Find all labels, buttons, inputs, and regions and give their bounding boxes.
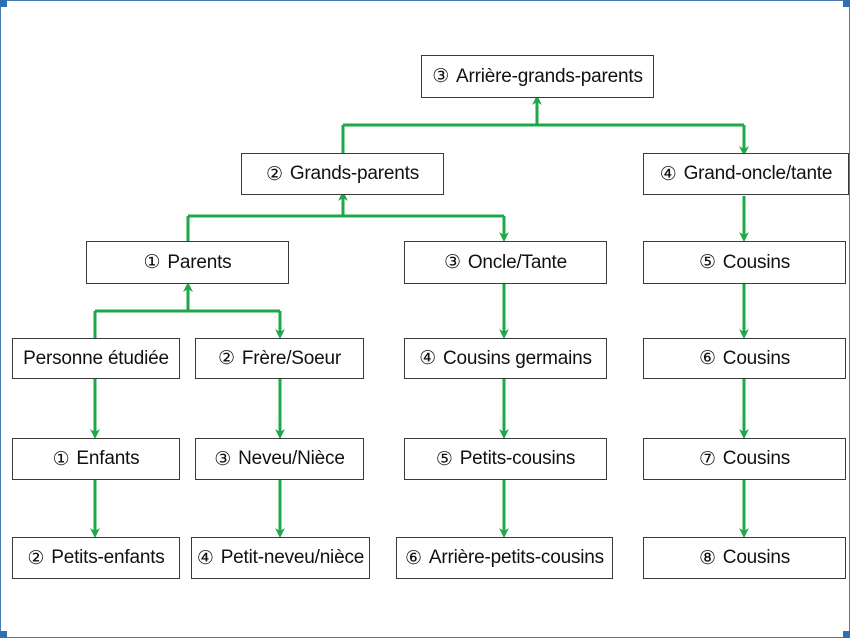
node-label: Grand-oncle/tante bbox=[683, 163, 833, 184]
node-label: Oncle/Tante bbox=[467, 251, 568, 273]
node-number: ② bbox=[27, 547, 45, 569]
node-label: Arrière-petits-cousins bbox=[428, 547, 604, 568]
node-label: Personne étudiée bbox=[23, 347, 169, 369]
node-number: ⑤ bbox=[435, 448, 453, 470]
node-number: ④ bbox=[419, 348, 436, 369]
node-cousins-7: ⑦ Cousins bbox=[643, 438, 846, 480]
node-label: Cousins bbox=[722, 251, 791, 273]
node-cousins-germains: ④ Cousins germains bbox=[404, 338, 607, 379]
frame-corner-top-left bbox=[0, 0, 7, 7]
node-number: ② bbox=[217, 348, 235, 369]
node-number: ① bbox=[52, 448, 70, 470]
node-label: Cousins germains bbox=[442, 347, 592, 369]
node-grands-parents: ② Grands-parents bbox=[241, 153, 444, 195]
node-label: Neveu/Nièce bbox=[238, 448, 345, 469]
node-frere-soeur: ② Frère/Soeur bbox=[195, 338, 364, 379]
frame-corner-bottom-left bbox=[0, 631, 7, 638]
node-number: ⑥ bbox=[698, 348, 716, 369]
node-number: ② bbox=[265, 163, 283, 185]
node-parents: ① Parents bbox=[86, 241, 289, 284]
node-number: ① bbox=[143, 252, 161, 273]
node-label: Frère/Soeur bbox=[241, 347, 342, 369]
node-number: ⑦ bbox=[698, 448, 716, 470]
node-label: Cousins bbox=[722, 547, 791, 568]
node-label: Grands-parents bbox=[289, 163, 420, 184]
node-label: Cousins bbox=[722, 347, 791, 369]
node-cousins-6: ⑥ Cousins bbox=[643, 338, 846, 379]
node-label: Petits-enfants bbox=[51, 547, 165, 568]
node-label: Petits-cousins bbox=[459, 448, 576, 469]
node-label: Cousins bbox=[722, 448, 791, 469]
frame-corner-bottom-right bbox=[843, 631, 850, 638]
node-number: ⑧ bbox=[698, 547, 716, 569]
node-arriere-petits-cousins: ⑥ Arrière-petits-cousins bbox=[396, 537, 613, 579]
node-arriere-grands-parents: ③ Arrière-grands-parents bbox=[421, 55, 654, 98]
node-label: Petit-neveu/nièce bbox=[220, 547, 365, 568]
node-number: ④ bbox=[196, 547, 214, 569]
node-label: Enfants bbox=[76, 448, 140, 469]
node-label: Arrière-grands-parents bbox=[456, 65, 643, 87]
node-enfants: ① Enfants bbox=[12, 438, 180, 480]
node-cousins-8: ⑧ Cousins bbox=[643, 537, 846, 579]
node-number: ③ bbox=[214, 448, 232, 470]
node-personne-etudiee: Personne étudiée bbox=[12, 338, 180, 379]
node-number: ⑤ bbox=[698, 252, 716, 273]
node-number: ④ bbox=[659, 163, 677, 185]
node-cousins-5: ⑤ Cousins bbox=[643, 241, 846, 284]
node-number: ③ bbox=[443, 252, 461, 273]
node-number: ③ bbox=[432, 66, 450, 87]
frame-corner-top-right bbox=[843, 0, 850, 7]
node-petits-cousins: ⑤ Petits-cousins bbox=[404, 438, 607, 480]
node-petit-neveu-niece: ④ Petit-neveu/nièce bbox=[191, 537, 370, 579]
node-petits-enfants: ② Petits-enfants bbox=[12, 537, 180, 579]
node-neveu-niece: ③ Neveu/Nièce bbox=[195, 438, 364, 480]
node-number: ⑥ bbox=[405, 547, 422, 569]
node-label: Parents bbox=[167, 251, 232, 273]
node-oncle-tante: ③ Oncle/Tante bbox=[404, 241, 607, 284]
node-grand-oncle-tante: ④ Grand-oncle/tante bbox=[643, 153, 849, 195]
